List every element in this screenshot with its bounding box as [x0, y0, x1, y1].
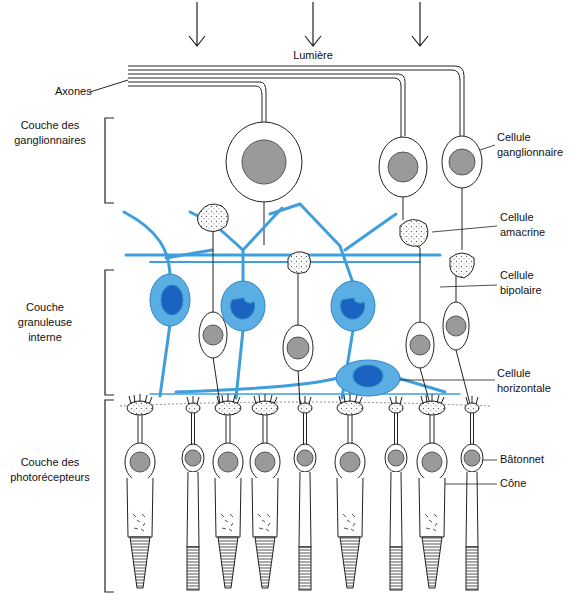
cell-label: Cellule amacrine [500, 210, 570, 240]
cell-label: Bâtonnet [500, 452, 580, 467]
layer-label: Couche granuleuse interne [10, 300, 80, 345]
layer-label: Couche des photorécepteurs [0, 455, 100, 485]
axon-label: Axones [55, 84, 105, 99]
layer-label: Couche des ganglionnaires [2, 118, 98, 148]
light-label: Lumière [283, 48, 343, 63]
cell-label: Cellule bipolaire [500, 268, 570, 298]
cell-label: Cône [500, 476, 560, 491]
cell-label: Cellule ganglionnaire [497, 130, 587, 160]
cell-label: Cellule horizontale [497, 366, 577, 396]
